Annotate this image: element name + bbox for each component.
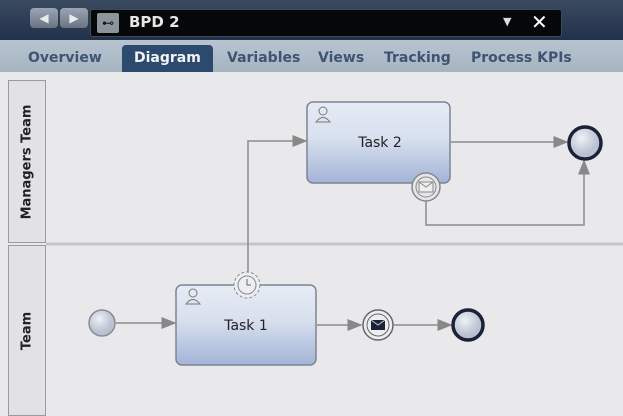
- task-label: Task 1: [223, 318, 268, 334]
- back-button[interactable]: ◀: [30, 8, 58, 28]
- message-boundary-event[interactable]: [411, 172, 441, 202]
- task-2[interactable]: Task 2: [306, 101, 451, 184]
- task-1[interactable]: Task 1: [175, 284, 317, 366]
- document-title: BPD 2: [129, 13, 180, 31]
- intermediate-message-throw-event[interactable]: [362, 309, 394, 341]
- tab-variables[interactable]: Variables: [227, 50, 301, 66]
- user-icon: [184, 288, 202, 305]
- forward-button[interactable]: ▶: [60, 8, 88, 28]
- close-icon[interactable]: ✕: [531, 10, 548, 34]
- process-diagram-icon: ⊷: [97, 13, 119, 33]
- tab-overview[interactable]: Overview: [28, 50, 102, 66]
- sequence-flow[interactable]: [425, 159, 590, 226]
- end-event[interactable]: [567, 125, 603, 161]
- envelope-icon: [418, 181, 434, 193]
- document-selector[interactable]: ⊷ BPD 2 ▼ ✕: [90, 9, 562, 37]
- tab-tracking[interactable]: Tracking: [384, 50, 451, 66]
- clock-icon: [246, 279, 251, 286]
- user-icon: [314, 106, 332, 123]
- envelope-icon: [370, 319, 386, 330]
- lane-header-managers-team[interactable]: Managers Team: [8, 80, 46, 243]
- toolbar: ◀ ▶ ⊷ BPD 2 ▼ ✕: [0, 0, 623, 40]
- tab-bar: Overview Diagram Variables Views Trackin…: [0, 40, 623, 72]
- start-event[interactable]: [88, 309, 116, 337]
- tab-process-kpis[interactable]: Process KPIs: [471, 50, 572, 66]
- sequence-flow[interactable]: [247, 135, 308, 272]
- end-event[interactable]: [451, 308, 485, 342]
- tab-diagram[interactable]: Diagram: [122, 45, 213, 72]
- tab-views[interactable]: Views: [318, 50, 365, 66]
- chevron-down-icon[interactable]: ▼: [503, 15, 512, 28]
- lane-header-team[interactable]: Team: [8, 245, 46, 416]
- task-label: Task 2: [357, 135, 402, 151]
- timer-boundary-event[interactable]: [233, 271, 261, 299]
